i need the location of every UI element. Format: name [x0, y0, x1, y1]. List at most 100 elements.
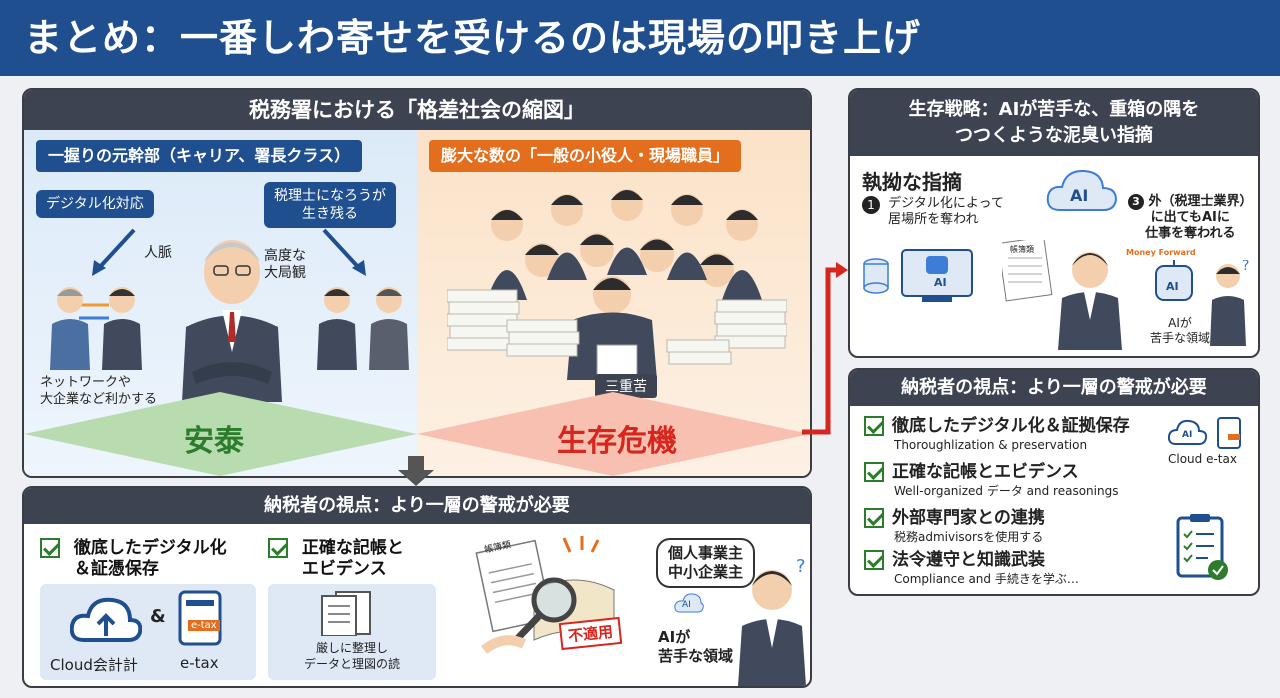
right-check-evidence-title: 正確な記帳とエビデンス: [892, 462, 1079, 482]
strategy-heading: 生存戦略：AIが苦手な、重箱の隅を つつくような泥臭い指摘: [850, 90, 1258, 156]
check-bookkeeping: 正確な記帳と エビデンス: [268, 538, 404, 580]
check-digital-line-1: 徹底したデジタル化: [73, 538, 227, 558]
tablet-icon: [1217, 417, 1241, 449]
staff-section: 膨大な数の「一般の小役人・現場職員」: [417, 130, 810, 476]
elite-section: 一握りの元幹部（キャリア、署長クラス） デジタル化対応 税理士になろうが 生き残…: [24, 130, 417, 476]
network-line-1: ネットワークや: [40, 375, 132, 390]
ai-monitor-icon: [863, 249, 973, 302]
disparity-panel: 税務署における「格差社会の縮図」 一握りの元幹部（キャリア、署長クラス） デジタ…: [22, 88, 812, 478]
docs-caption: 厳しに整理し データと理図の読: [278, 640, 426, 672]
connections-label: 人脈: [144, 245, 172, 261]
right-check-evidence-sub: Well-organized データ and reasonings: [894, 484, 1119, 498]
taxpayer-right-heading: 納税者の視点：より一層の警戒が必要: [850, 370, 1258, 406]
cloud-ai-label: AI: [1182, 430, 1193, 440]
check-digital: 徹底したデジタル化 ＆証憑保存: [40, 538, 227, 580]
strategy-ai-weak-line-2: 苦手な領域: [1150, 331, 1211, 345]
svg-text:?: ?: [796, 558, 806, 577]
ai-robot-label: AI: [1166, 280, 1179, 293]
executive-figure: [182, 240, 282, 402]
point-3-line-1: 外（税理士業界）: [1148, 194, 1253, 209]
ai-weak-area: AIが 苦手な領域: [658, 628, 733, 666]
stable-label: 安泰: [184, 424, 244, 459]
network-figures: [50, 287, 142, 370]
disparity-heading: 税務署における「格差社会の縮図」: [24, 90, 810, 130]
arrow-left-icon: [97, 228, 136, 270]
digital-card: & e-tax Cloud会計計 e-tax: [40, 584, 256, 680]
right-check-experts-title: 外部専門家との連携: [892, 508, 1045, 528]
network-line-2: 大企業など利かする: [40, 392, 158, 407]
strategy-heading-line-2: つつくような泥臭い指摘: [955, 125, 1153, 146]
right-check-experts: 外部専門家との連携 税務admivisorsを使用する: [864, 508, 1045, 545]
right-check-compliance: 法令遵守と知識武装 Compliance and 手続きを学ぶ…: [864, 550, 1079, 587]
etax-device-icon: [178, 590, 222, 646]
crisis-shape: [417, 392, 810, 476]
strategy-panel: 生存戦略：AIが苦手な、重箱の隅を つつくような泥臭い指摘 執拗な指摘 1 デジ…: [848, 88, 1260, 358]
check-bookkeeping-line-2: エビデンス: [301, 559, 387, 579]
right-check-compliance-sub: Compliance and 手続きを学ぶ…: [894, 572, 1079, 586]
docs-caption-line-2: データと理図の読: [303, 657, 400, 671]
business-owner-bubble: 個人事業主 中小企業主: [656, 538, 756, 588]
connector-arrow-icon: [802, 262, 848, 435]
ai-screen-label: AI: [934, 276, 947, 289]
brand-label: Money Forward: [1126, 248, 1196, 257]
cloud-label: Cloud会計計: [50, 656, 138, 674]
etax-badge: e-tax: [188, 620, 220, 631]
checkbox-icon: [864, 508, 884, 528]
overworked-staff: [447, 189, 787, 380]
check-bookkeeping-text: 正確な記帳と エビデンス: [302, 538, 404, 580]
ai-cloud-icon: [1046, 169, 1118, 211]
taxpayer-right-panel: 納税者の視点：より一層の警戒が必要 徹底したデジタル化＆証拠保存 Thoroug…: [848, 368, 1260, 596]
survive-line-2: 生き残る: [302, 206, 358, 222]
triple-hardship-tag: 三重苦: [595, 374, 657, 398]
ai-cloud-label: AI: [1070, 186, 1089, 205]
point-3: 3 外（税理士業界） に出てもAIに 仕事を奪われる: [1128, 194, 1253, 242]
advisor-figures: [317, 287, 409, 370]
checkbox-icon: [268, 538, 288, 558]
right-check-evidence: 正確な記帳とエビデンス Well-organized データ and reaso…: [864, 462, 1118, 499]
docs-card: 厳しに整理し データと理図の読: [268, 584, 436, 680]
strategy-ai-weak-line-1: AIが: [1168, 316, 1192, 330]
right-check-digital-title: 徹底したデジタル化＆証拠保存: [892, 416, 1130, 436]
perspective-line-1: 高度な: [264, 248, 306, 264]
right-check-digital: 徹底したデジタル化＆証拠保存 Thoroughlization & preser…: [864, 416, 1130, 453]
checkbox-icon: [864, 462, 884, 482]
etax-label: e-tax: [180, 654, 219, 672]
strategy-ai-weak: AIが 苦手な領域: [1150, 316, 1210, 346]
taxpayer-bottom-heading: 納税者の視点：より一層の警戒が必要: [24, 488, 810, 524]
arrowhead-left-icon: [92, 260, 106, 276]
arrow-right-icon: [322, 228, 361, 270]
checkbox-icon: [40, 538, 60, 558]
point-3-line-3: 仕事を奪われる: [1145, 226, 1236, 241]
ai-small-label: AI: [682, 600, 691, 610]
perspective-line-2: 大局観: [264, 265, 306, 281]
page-title: まとめ：一番しわ寄せを受けるのは現場の叩き上げ: [0, 0, 1280, 76]
audit-illustration: [475, 536, 615, 655]
checkbox-icon: [864, 550, 884, 570]
point-1: 1 デジタル化によって 居場所を奪われ: [862, 196, 1004, 228]
stable-shape: [24, 392, 417, 476]
amp-sign: &: [150, 606, 166, 627]
docs-caption-line-1: 厳しに整理し: [315, 641, 388, 655]
ai-robot-icon: [1155, 260, 1193, 301]
check-digital-line-2: ＆証憑保存: [73, 559, 159, 579]
ledger-label: 帳簿類: [1010, 245, 1034, 254]
worried-inspector: [1002, 240, 1122, 350]
point-1-number: 1: [862, 196, 880, 214]
clipboard-check-icon: [1176, 514, 1228, 580]
digital-bubble: デジタル化対応: [36, 190, 154, 218]
perspective-label: 高度な 大局観: [264, 248, 306, 282]
elite-arrows: [79, 228, 366, 320]
network-caption: ネットワークや 大企業など利かする: [40, 374, 157, 408]
right-check-experts-sub: 税務admivisorsを使用する: [894, 530, 1044, 544]
check-bookkeeping-line-1: 正確な記帳と: [301, 538, 404, 558]
documents-icon: [321, 591, 371, 636]
checkbox-icon: [864, 416, 884, 436]
survive-line-1: 税理士になろうが: [274, 188, 386, 204]
elite-label: 一握りの元幹部（キャリア、署長クラス）: [36, 140, 363, 172]
right-check-digital-sub: Thoroughlization & preservation: [894, 438, 1088, 452]
taxpayer-bottom-panel: 納税者の視点：より一層の警戒が必要 徹底したデジタル化 ＆証憑保存 正確な記帳と…: [22, 486, 812, 688]
point-1-line-1: デジタル化によって: [888, 196, 1004, 211]
thinking-person: ?: [738, 558, 806, 686]
business-owner-line-1: 個人事業主: [668, 544, 744, 562]
pointing-person: ?: [1210, 260, 1249, 346]
